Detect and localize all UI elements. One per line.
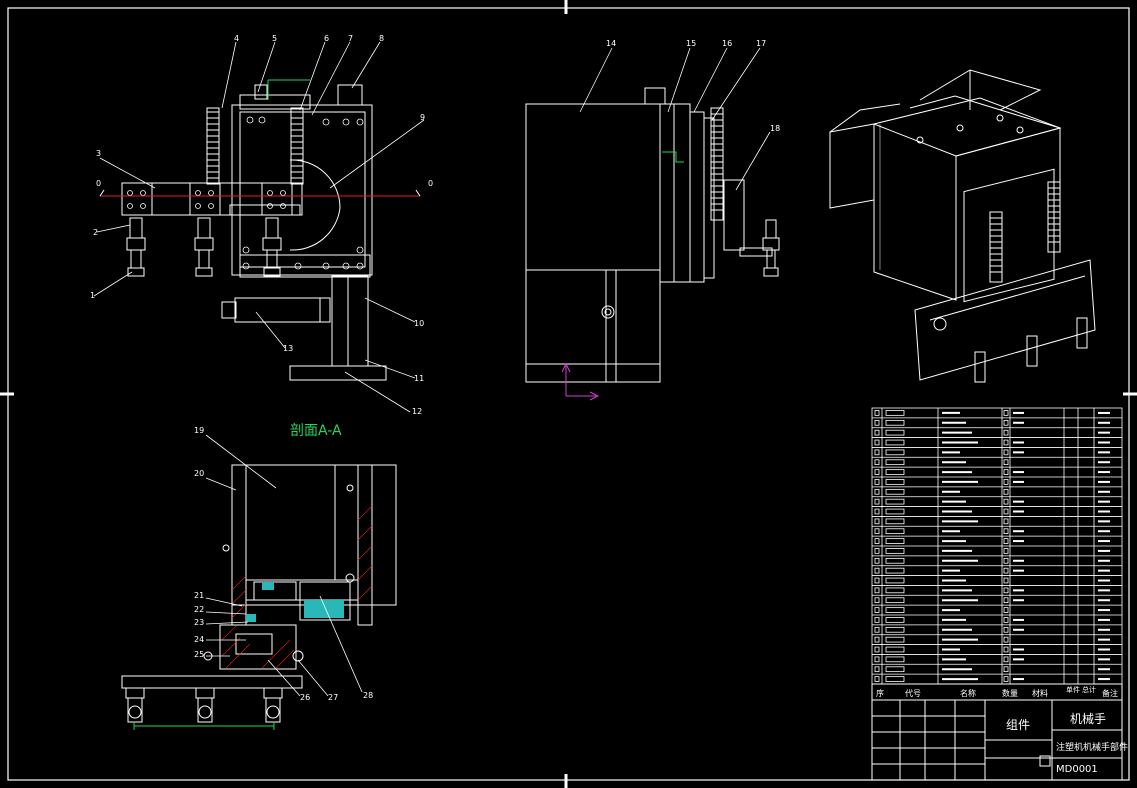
side-view bbox=[525, 87, 780, 401]
callout-12: 12 bbox=[412, 407, 423, 416]
suction-cup-3 bbox=[262, 217, 282, 277]
header-qty: 数量 bbox=[1002, 689, 1018, 698]
callout-11: 11 bbox=[414, 374, 425, 383]
callout-18: 18 bbox=[770, 124, 781, 133]
title-block bbox=[871, 683, 1123, 781]
callout-5: 5 bbox=[272, 34, 278, 43]
spring-left bbox=[206, 107, 220, 185]
section-cups bbox=[125, 687, 283, 723]
callout-14: 14 bbox=[606, 39, 617, 48]
section-view bbox=[121, 464, 397, 730]
callout-3: 3 bbox=[96, 149, 102, 158]
label-assembly: 组件 bbox=[1006, 718, 1031, 732]
callout-2: 2 bbox=[93, 228, 99, 237]
callout-25: 25 bbox=[194, 650, 205, 659]
cut-marker-right: 0 bbox=[428, 179, 434, 188]
callout-1: 1 bbox=[90, 291, 96, 300]
callout-10: 10 bbox=[414, 319, 425, 328]
isometric-view bbox=[829, 69, 1096, 383]
header-name: 名称 bbox=[960, 689, 976, 698]
callout-20: 20 bbox=[194, 469, 205, 478]
callout-6: 6 bbox=[324, 34, 330, 43]
iso-suction-cups bbox=[974, 317, 1088, 383]
callout-15: 15 bbox=[686, 39, 697, 48]
header-total: 总计 bbox=[1082, 686, 1096, 694]
front-view bbox=[99, 79, 421, 381]
iso-springs bbox=[989, 181, 1061, 283]
label-product: 机械手 bbox=[1070, 712, 1107, 726]
cut-marker-left: 0 bbox=[96, 179, 102, 188]
callout-22: 22 bbox=[194, 605, 205, 614]
callout-17: 17 bbox=[756, 39, 767, 48]
callout-19: 19 bbox=[194, 426, 205, 435]
side-leaders bbox=[579, 47, 771, 191]
callout-7: 7 bbox=[348, 34, 354, 43]
suction-cup-1 bbox=[126, 217, 146, 277]
front-leaders bbox=[93, 41, 425, 413]
spring-right bbox=[290, 107, 304, 185]
header-material: 材料 bbox=[1032, 689, 1048, 698]
callout-26: 26 bbox=[300, 693, 311, 702]
header-seq: 序 bbox=[876, 689, 884, 698]
callout-24: 24 bbox=[194, 635, 205, 644]
side-spring bbox=[710, 107, 724, 221]
callout-27: 27 bbox=[328, 693, 339, 702]
header-code: 代号 bbox=[905, 689, 921, 698]
parts-list bbox=[871, 407, 1123, 685]
section-leaders bbox=[205, 434, 363, 697]
callout-13: 13 bbox=[283, 344, 294, 353]
header-remark: 备注 bbox=[1102, 689, 1118, 698]
callout-28: 28 bbox=[363, 691, 374, 700]
side-suction-cup bbox=[762, 219, 780, 277]
bolts bbox=[127, 116, 364, 270]
callout-16: 16 bbox=[722, 39, 733, 48]
callout-9: 9 bbox=[420, 113, 426, 122]
header-unit: 单件 bbox=[1066, 686, 1080, 694]
callout-4: 4 bbox=[234, 34, 240, 43]
suction-cup-2 bbox=[194, 217, 214, 277]
callout-21: 21 bbox=[194, 591, 205, 600]
callout-23: 23 bbox=[194, 618, 205, 627]
callout-8: 8 bbox=[379, 34, 385, 43]
label-subtitle: 注塑机机械手部件 bbox=[1056, 743, 1129, 753]
drawing-number: MD0001 bbox=[1056, 764, 1098, 775]
section-title: 剖面A-A bbox=[290, 423, 342, 439]
